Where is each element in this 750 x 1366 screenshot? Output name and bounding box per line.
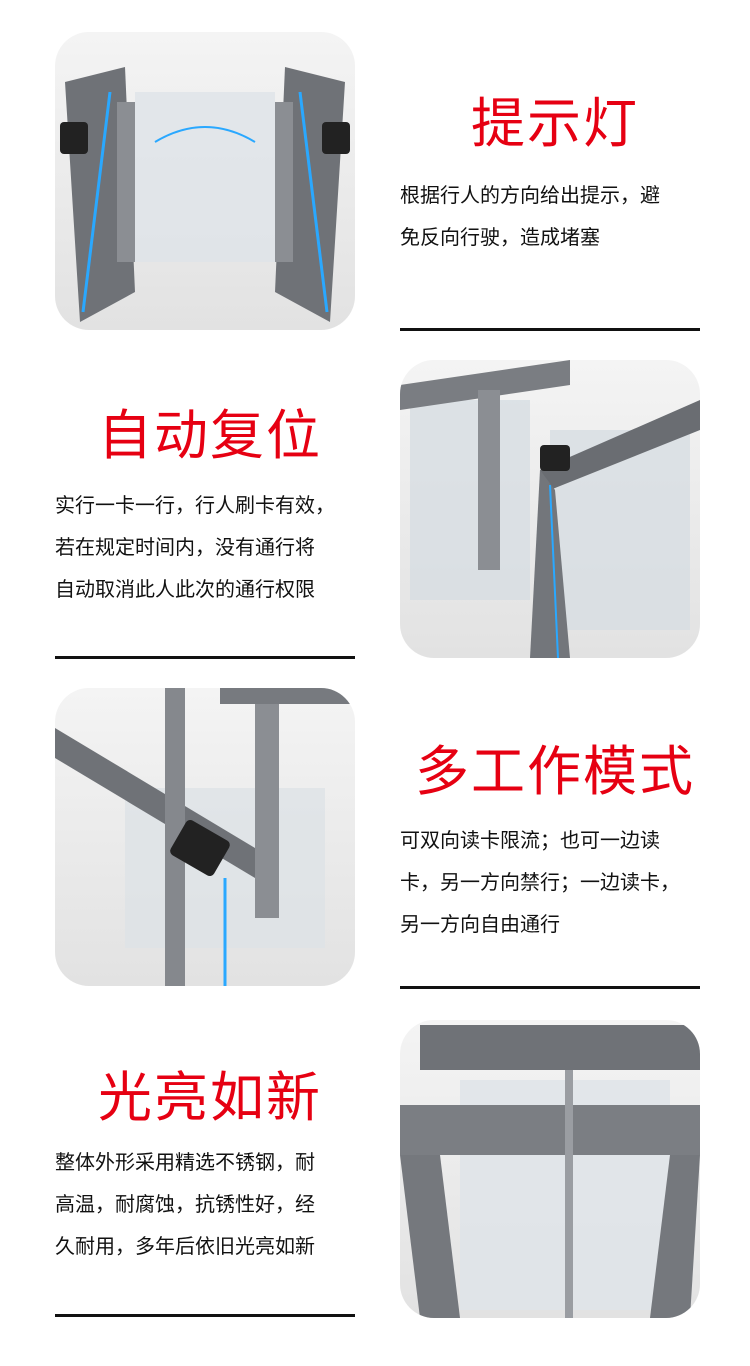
description-line: 久耐用，多年后依旧光亮如新: [55, 1234, 315, 1258]
description-line: 整体外形采用精选不锈钢，耐: [55, 1150, 315, 1174]
divider: [400, 328, 700, 331]
description-line: 另一方向自由通行: [400, 912, 560, 936]
section-description: 整体外形采用精选不锈钢，耐 高温，耐腐蚀，抗锈性好，经 久耐用，多年后依旧光亮如…: [55, 1141, 375, 1267]
turnstile-image-stainless: [400, 1020, 700, 1318]
turnstile-image-auto-reset: [400, 360, 700, 658]
section-title: 光亮如新: [98, 1066, 322, 1129]
description-line: 若在规定时间内，没有通行将: [55, 535, 315, 559]
divider: [400, 986, 700, 989]
section-description: 可双向读卡限流；也可一边读 卡，另一方向禁行；一边读卡， 另一方向自由通行: [400, 819, 720, 945]
description-line: 高温，耐腐蚀，抗锈性好，经: [55, 1192, 315, 1216]
section-title: 自动复位: [98, 404, 322, 467]
section-description: 根据行人的方向给出提示，避 免反向行驶，造成堵塞: [400, 174, 720, 258]
divider: [55, 656, 355, 659]
description-line: 自动取消此人此次的通行权限: [55, 577, 315, 601]
divider: [55, 1314, 355, 1317]
description-line: 根据行人的方向给出提示，避: [400, 183, 660, 207]
turnstile-image-indicator-light: [55, 32, 355, 330]
section-title: 提示灯: [471, 92, 639, 155]
description-line: 可双向读卡限流；也可一边读: [400, 828, 660, 852]
section-description: 实行一卡一行，行人刷卡有效， 若在规定时间内，没有通行将 自动取消此人此次的通行…: [55, 484, 375, 610]
section-title: 多工作模式: [415, 740, 695, 803]
description-line: 免反向行驶，造成堵塞: [400, 225, 600, 249]
turnstile-image-work-modes: [55, 688, 355, 986]
description-line: 实行一卡一行，行人刷卡有效，: [55, 493, 335, 517]
description-line: 卡，另一方向禁行；一边读卡，: [400, 870, 680, 894]
